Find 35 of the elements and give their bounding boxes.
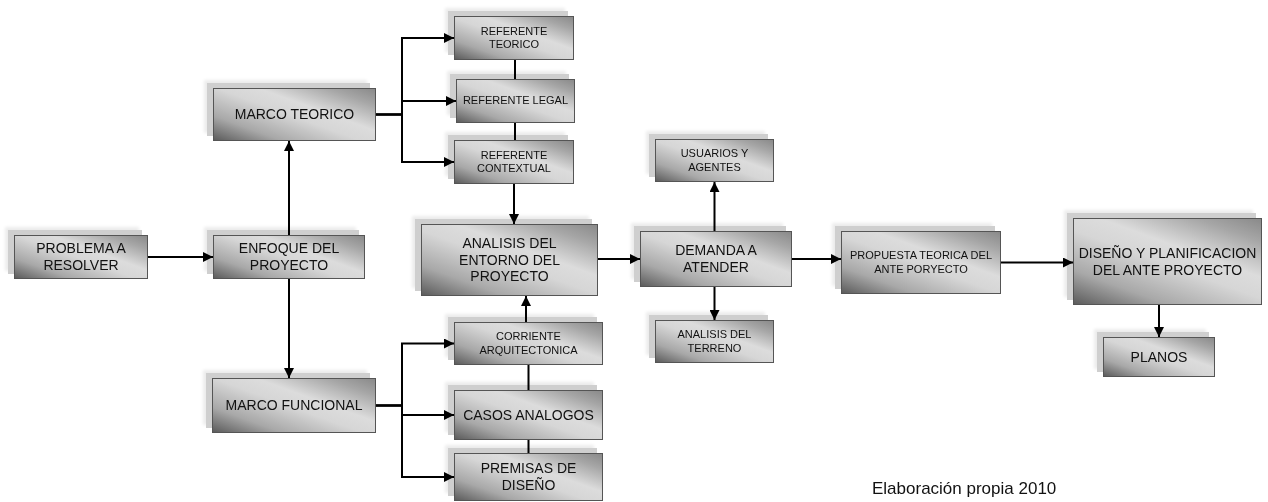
arrow — [597, 254, 641, 264]
arrow — [375, 113, 455, 167]
box-label: DEMANDA A ATENDER — [674, 242, 758, 276]
arrow — [509, 183, 519, 225]
box-label: PROPUESTA TEORICA DEL ANTE PORYECTO — [849, 249, 993, 276]
box-label: PREMISAS DE DISEÑO — [479, 460, 578, 494]
connector-line — [514, 122, 516, 141]
box-label: USUARIOS Y AGENTES — [679, 147, 750, 174]
arrow — [791, 254, 842, 264]
box-label: REFERENTE TEORICO — [479, 24, 549, 52]
box-label: ANALISIS DEL TERRENO — [676, 328, 753, 355]
box-label: PLANOS — [1129, 348, 1189, 366]
box-label: REFERENTE LEGAL — [461, 94, 570, 108]
box-label: ANALISIS DEL ENTORNO DEL PROYECTO — [458, 234, 561, 286]
source-note: Elaboración propia 2010 — [872, 479, 1057, 499]
box-label: MARCO FUNCIONAL — [224, 397, 364, 414]
box-label: CORRIENTE ARQUITECTONICA — [478, 330, 579, 357]
box-label: CASOS ANALOGOS — [462, 406, 595, 424]
arrow — [521, 295, 531, 323]
arrow — [709, 286, 720, 321]
box-label: DISEÑO Y PLANIFICACION DEL ANTE PROYECTO — [1077, 244, 1258, 279]
arrow — [284, 140, 294, 236]
arrow — [147, 252, 214, 262]
connector-line — [527, 364, 530, 391]
arrow — [709, 181, 720, 232]
arrow — [375, 404, 455, 482]
box-label: REFERENTE CONTEXTUAL — [476, 148, 552, 176]
box-label: MARCO TEORICO — [233, 106, 356, 123]
arrow — [1000, 257, 1074, 268]
connector-line — [514, 59, 516, 80]
box-label: PROBLEMA A RESOLVER — [35, 240, 127, 274]
arrow — [1154, 304, 1164, 338]
arrow — [284, 278, 294, 379]
connector-line — [527, 439, 530, 454]
box-label: ENFOQUE DEL PROYECTO — [237, 240, 341, 274]
